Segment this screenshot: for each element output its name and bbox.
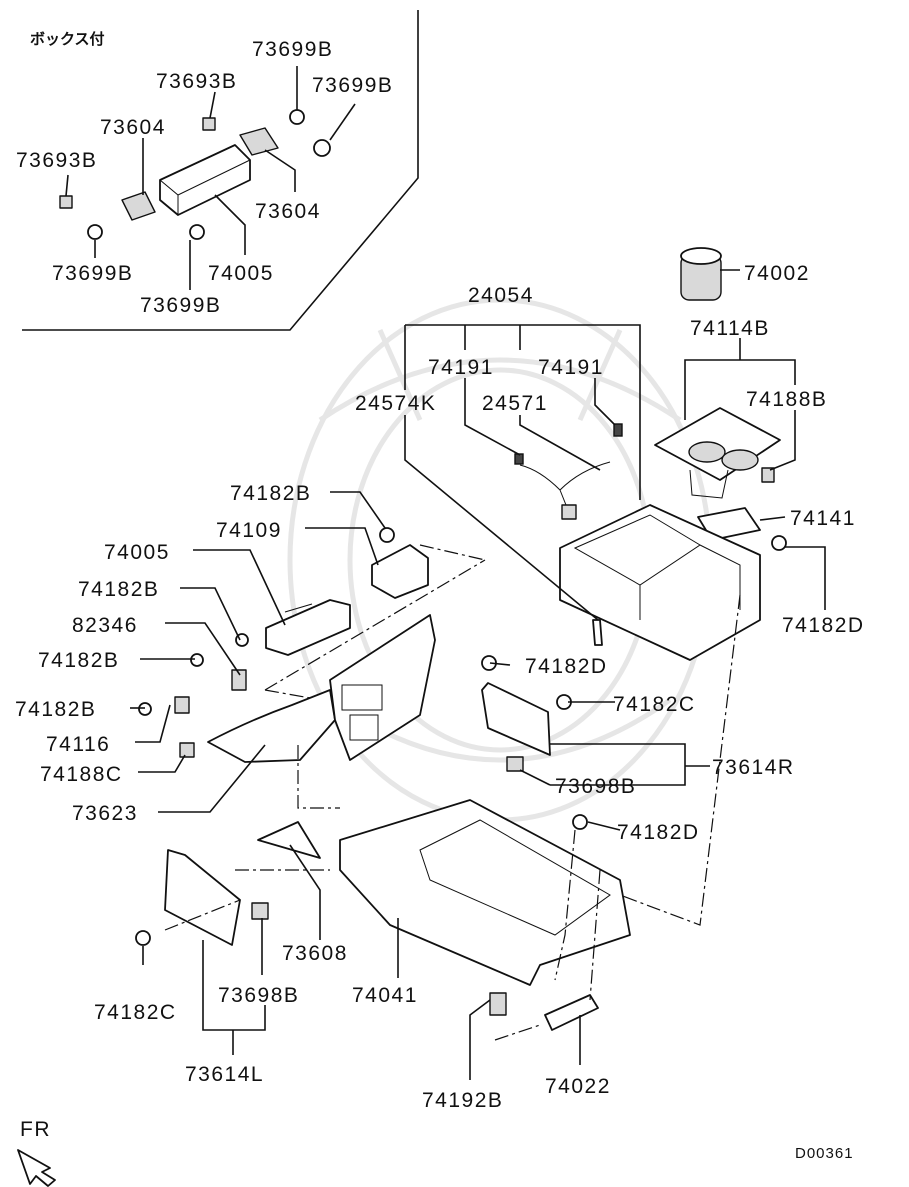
part-label-74192B[interactable]: 74192B (422, 1089, 503, 1112)
front-direction-arrow (17, 1149, 56, 1187)
part-label-82346[interactable]: 82346 (72, 614, 138, 637)
part-label-74188B[interactable]: 74188B (746, 388, 827, 411)
part-label-74116[interactable]: 74116 (46, 733, 110, 756)
part-label-74182B[interactable]: 74182B (78, 578, 159, 601)
main-parts (135, 247, 787, 1031)
part-label-73604[interactable]: 73604 (100, 116, 166, 139)
part-label-74182D[interactable]: 74182D (525, 655, 608, 678)
part-label-74022[interactable]: 74022 (545, 1075, 611, 1098)
inset-parts (59, 109, 331, 240)
part-label-74005[interactable]: 74005 (208, 262, 274, 285)
part-label-74182B[interactable]: 74182B (38, 649, 119, 672)
part-label-74005[interactable]: 74005 (104, 541, 170, 564)
part-label-73699B[interactable]: 73699B (140, 294, 221, 317)
part-label-74191[interactable]: 74191 (428, 356, 494, 379)
part-label-74182B[interactable]: 74182B (15, 698, 96, 721)
part-label-74002[interactable]: 74002 (744, 262, 810, 285)
part-label-73693B[interactable]: 73693B (156, 70, 237, 93)
part-label-74182C[interactable]: 74182C (613, 693, 696, 716)
part-label-73614R[interactable]: 73614R (712, 756, 795, 779)
part-label-73623[interactable]: 73623 (72, 802, 138, 825)
part-label-74114B[interactable]: 74114B (690, 317, 770, 340)
inset-border (22, 10, 419, 331)
part-label-24054[interactable]: 24054 (468, 284, 534, 307)
part-label-73604[interactable]: 73604 (255, 200, 321, 223)
part-label-73699B[interactable]: 73699B (312, 74, 393, 97)
part-label-74182C[interactable]: 74182C (94, 1001, 177, 1024)
part-label-73614L[interactable]: 73614L (185, 1063, 264, 1086)
part-label-74109[interactable]: 74109 (216, 519, 282, 542)
diagram-id: D00361 (795, 1145, 854, 1162)
part-label-73693B[interactable]: 73693B (16, 149, 97, 172)
part-label-74041[interactable]: 74041 (352, 984, 418, 1007)
leader-lines (65, 66, 826, 1080)
part-label-24574K[interactable]: 24574K (355, 392, 436, 415)
part-label-74182D[interactable]: 74182D (782, 614, 865, 637)
part-label-24571[interactable]: 24571 (482, 392, 548, 415)
part-label-73699B[interactable]: 73699B (52, 262, 133, 285)
part-label-74188C[interactable]: 74188C (40, 763, 123, 786)
part-label-73608[interactable]: 73608 (282, 942, 348, 965)
front-direction-label: FR (20, 1118, 51, 1141)
part-label-74191[interactable]: 74191 (538, 356, 604, 379)
inset-title: ボックス付 (30, 30, 105, 48)
part-label-73698B[interactable]: 73698B (555, 775, 636, 798)
part-label-74182D[interactable]: 74182D (617, 821, 700, 844)
part-label-73699B[interactable]: 73699B (252, 38, 333, 61)
part-label-73698B[interactable]: 73698B (218, 984, 299, 1007)
part-label-74141[interactable]: 74141 (790, 507, 856, 530)
part-label-74182B[interactable]: 74182B (230, 482, 311, 505)
